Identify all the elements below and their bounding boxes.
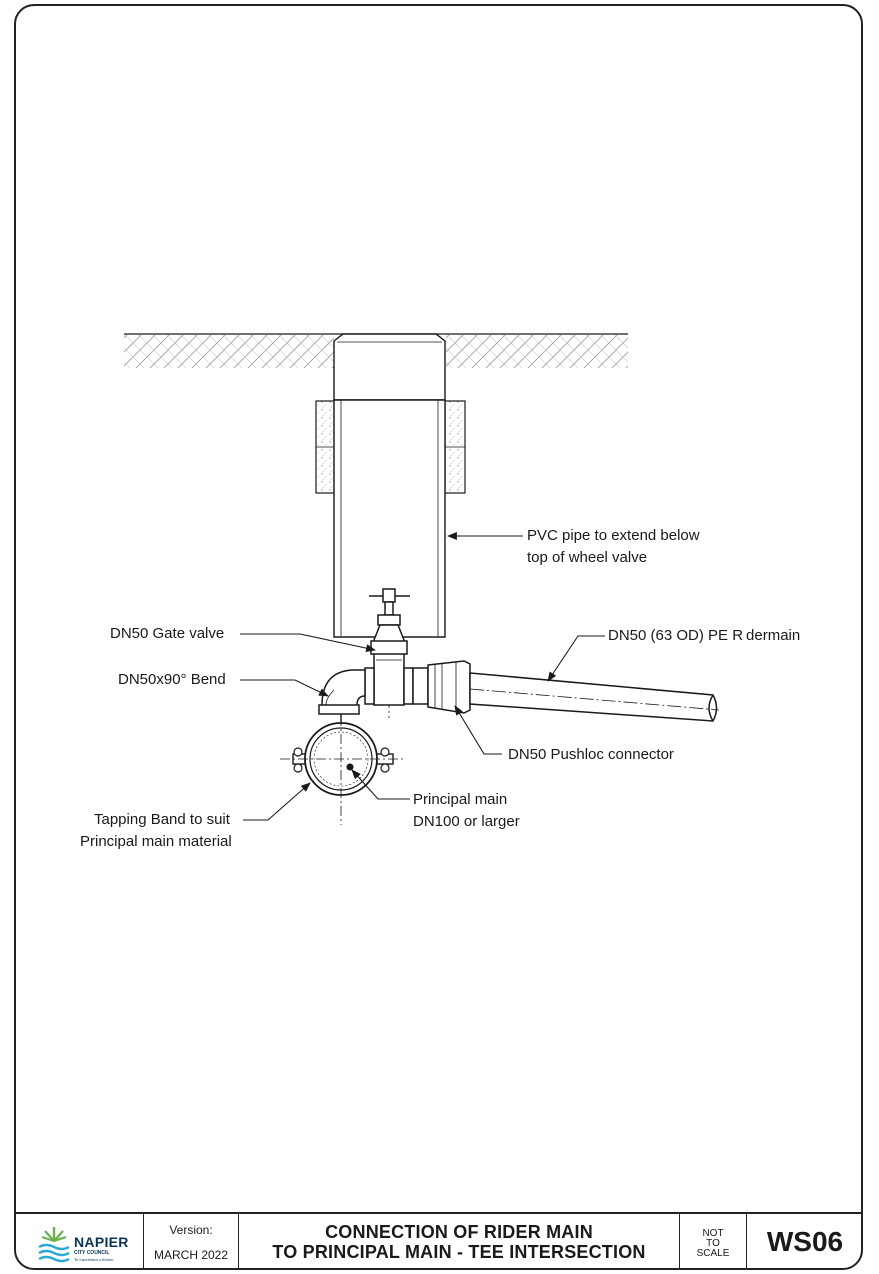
version-cell: Version: MARCH 2022	[144, 1214, 239, 1270]
wheel-valve-handle	[369, 588, 410, 626]
title-block: NAPIER CITY COUNCIL Te Kaunihera o Ahuri…	[14, 1212, 863, 1270]
napier-logo-icon	[38, 1227, 70, 1263]
leader-lines	[240, 532, 605, 821]
scale-cell: NOT TO SCALE	[680, 1214, 747, 1270]
logo-name: NAPIER	[74, 1234, 129, 1250]
ground-surface	[124, 333, 628, 368]
drawing-title-line2: TO PRINCIPAL MAIN - TEE INTERSECTION	[272, 1242, 646, 1262]
principal-main-label-line2: DN100 or larger	[413, 813, 520, 830]
pvc-pipe-label-line1: PVC pipe to extend below	[527, 527, 700, 544]
pvc-pipe	[333, 399, 446, 638]
pe-rider-main	[469, 672, 720, 722]
concrete-surround	[315, 400, 466, 494]
drawing-title-line1: CONNECTION OF RIDER MAIN	[325, 1222, 593, 1242]
tapping-band-label-line1: Tapping Band to suit	[94, 811, 230, 828]
logo-tagline: Te Kaunihera o Ahuriri	[74, 1257, 114, 1262]
pvc-pipe-label-line2: top of wheel valve	[527, 549, 648, 566]
scale-line3: SCALE	[696, 1248, 730, 1259]
drawing-sheet	[14, 4, 863, 1270]
rider-main-label: DN50 (63 OD) PE R dermain	[608, 627, 801, 644]
drawing-code: WS06	[766, 1226, 844, 1257]
bend-90	[318, 669, 366, 715]
gate-valve	[364, 624, 414, 706]
principal-main	[280, 714, 404, 825]
bend-label: DN50x90° Bend	[118, 671, 226, 688]
scale-line2: TO	[706, 1238, 720, 1249]
principal-main-label-line1: Principal main	[413, 791, 508, 808]
version-date: MARCH 2022	[153, 1248, 229, 1262]
logo-cell: NAPIER CITY COUNCIL Te Kaunihera o Ahuri…	[14, 1214, 144, 1270]
logo-subtitle: CITY COUNCIL	[74, 1250, 110, 1256]
pushloc-connector	[412, 660, 471, 714]
tapping-band-label-line2: Principal main material	[80, 833, 232, 850]
pushloc-label: DN50 Pushloc connector	[508, 746, 674, 763]
scale-line1: NOT	[702, 1228, 724, 1239]
version-label: Version:	[169, 1223, 213, 1237]
surface-box	[333, 333, 446, 401]
gate-valve-label: DN50 Gate valve	[110, 625, 225, 642]
drawing-title: CONNECTION OF RIDER MAIN TO PRINCIPAL MA…	[239, 1214, 680, 1270]
